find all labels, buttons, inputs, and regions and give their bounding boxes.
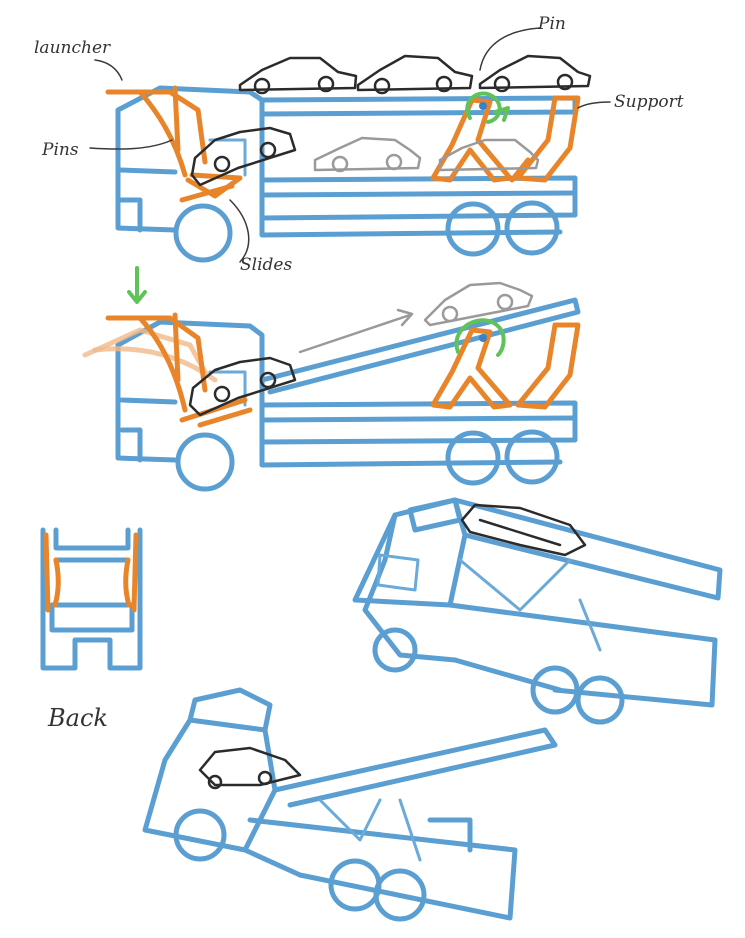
back-view <box>40 527 143 671</box>
label-pin: Pin <box>538 14 566 34</box>
firing-cars <box>188 281 534 417</box>
green-rotation-arrow-icon <box>465 91 502 124</box>
green-rotation-arrow-icon <box>454 318 506 357</box>
truck-body-2 <box>115 297 581 492</box>
label-back: Back <box>48 704 108 732</box>
label-slides: Slides <box>240 255 293 275</box>
launcher-1 <box>105 85 243 203</box>
pin-rotation-1 <box>465 91 510 124</box>
label-pins: Pins <box>42 140 79 160</box>
support-1 <box>430 95 581 183</box>
label-support: Support <box>614 92 684 112</box>
side-view-loaded <box>89 27 611 263</box>
launcher-2 <box>82 312 253 428</box>
label-launcher: launcher <box>34 38 111 58</box>
middle-deck-cars <box>190 126 540 187</box>
top-deck-cars <box>238 54 592 95</box>
side-view-firing <box>82 266 581 492</box>
perspective-view-2 <box>142 687 558 922</box>
grey-motion-arrow-icon <box>298 313 412 354</box>
perspective-view-1 <box>352 497 723 725</box>
motion-arrows-2 <box>127 266 506 357</box>
support-2 <box>430 322 581 410</box>
